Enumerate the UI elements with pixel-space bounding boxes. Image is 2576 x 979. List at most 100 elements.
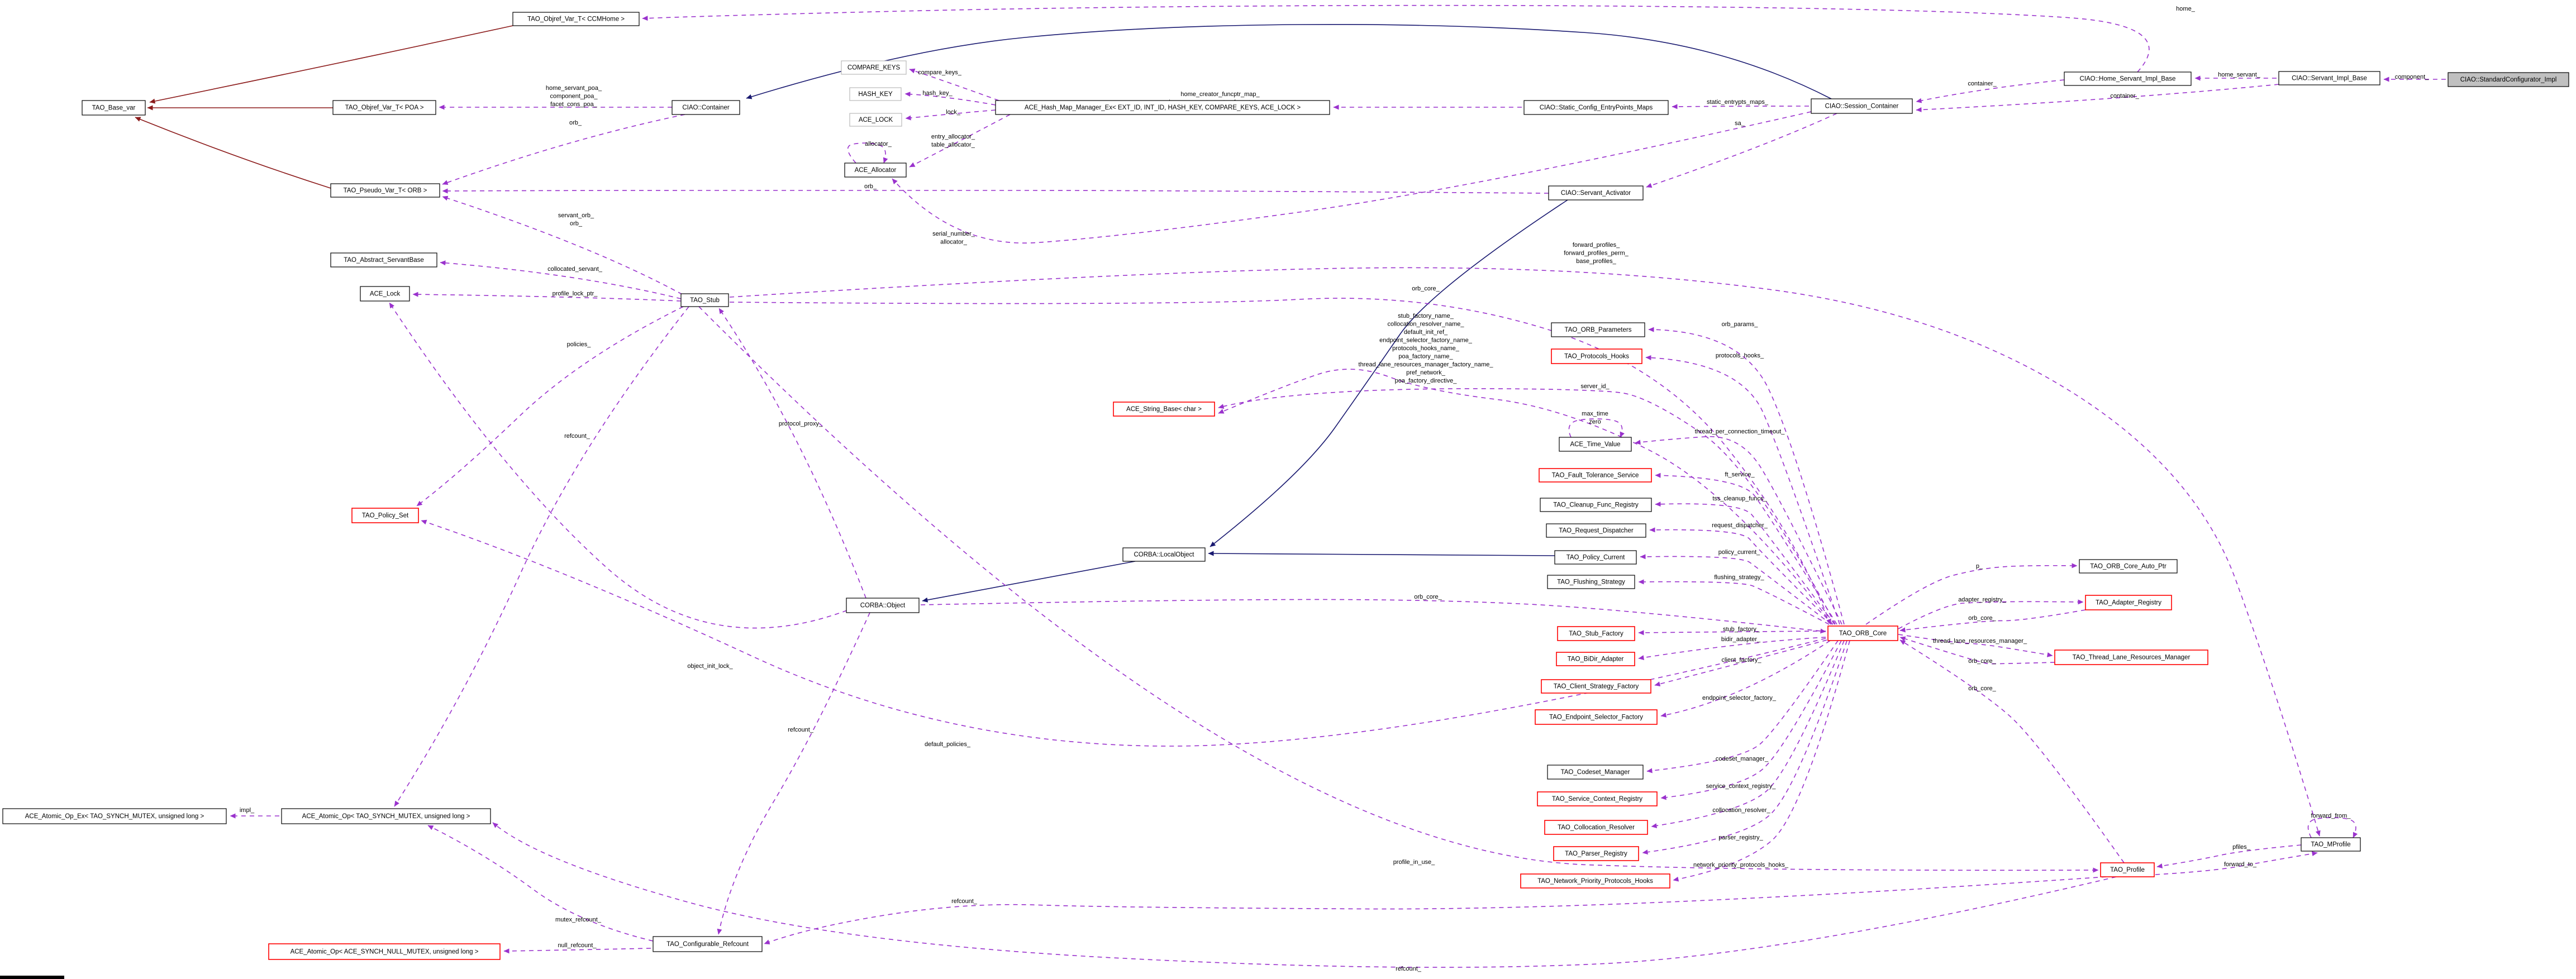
edge-label-collocation-resolver: collocation_resolver_ [1712,807,1770,814]
class-node-endpoint-selector[interactable]: TAO_Endpoint_Selector_Factory [1535,709,1658,725]
class-node-objref-ccmhome[interactable]: TAO_Objref_Var_T< CCMHome > [512,12,640,26]
class-node-flushing-strategy[interactable]: TAO_Flushing_Strategy [1547,575,1635,589]
edge-label-factory-names-3: endpoint_selector_factory_name_ [1379,337,1473,344]
class-node-configurable-refcount[interactable]: TAO_Configurable_Refcount [653,936,763,952]
edge-null-refcount [503,948,651,954]
class-node-fault-tolerance[interactable]: TAO_Fault_Tolerance_Service [1539,468,1652,483]
class-node-hash-map[interactable]: ACE_Hash_Map_Manager_Ex< EXT_ID, INT_ID,… [995,100,1330,115]
class-node-static-config[interactable]: CIAO::Static_Config_EntryPoints_Maps [1523,100,1669,115]
edge-label-adapter-registry: adapter_registry_ [1958,596,2006,603]
edge-orbcore-policy-current [1640,554,1832,625]
class-node-hash-key[interactable]: HASH_KEY [849,87,902,101]
class-node-atomic-op-synch[interactable]: ACE_Atomic_Op< TAO_SYNCH_MUTEX, unsigned… [281,808,491,824]
class-node-label-atomic-op-synch: ACE_Atomic_Op< TAO_SYNCH_MUTEX, unsigned… [302,813,470,820]
class-node-abstract-servantbase[interactable]: TAO_Abstract_ServantBase [330,252,437,268]
class-node-label-ciao-container: CIAO::Container [682,104,730,111]
class-node-servant-impl[interactable]: CIAO::Servant_Impl_Base [2278,71,2380,85]
class-node-protocols-hooks[interactable]: TAO_Protocols_Hooks [1551,348,1642,364]
edge-label-policies: policies_ [567,341,592,348]
edge-inherit-session-container [746,23,1832,99]
edge-label-factory-names-1: collocation_resolver_name_ [1388,321,1465,328]
class-node-parser-registry[interactable]: TAO_Parser_Registry [1553,846,1639,861]
edge-orbcore-endpoint [1660,640,1831,718]
edge-label-protocols-hooks: protocols_hooks_ [1716,352,1764,359]
edge-label-forward-profiles-2: base_profiles_ [1576,258,1616,265]
class-node-adapter-registry[interactable]: TAO_Adapter_Registry [2085,595,2172,610]
class-node-atomic-op-ex[interactable]: ACE_Atomic_Op_Ex< TAO_SYNCH_MUTEX, unsig… [2,808,227,824]
class-node-ciao-container[interactable]: CIAO::Container [672,100,740,115]
edge-label-tpc-timeout: thread_per_connection_timeout_ [1695,428,1785,435]
class-node-tao-stub[interactable]: TAO_Stub [680,293,729,307]
class-node-label-atomic-op-ex: ACE_Atomic_Op_Ex< TAO_SYNCH_MUTEX, unsig… [25,813,204,820]
edge-label-home-servant: home_servant_ [2218,71,2261,78]
class-node-base-var[interactable]: TAO_Base_var [82,100,146,116]
edge-label-network-priority: network_priority_protocols_hooks_ [1693,862,1789,868]
class-node-ace-lock-param[interactable]: ACE_LOCK [849,113,902,127]
edge-label-factory-names-0: stub_factory_name_ [1398,313,1454,319]
class-node-bidir-adapter[interactable]: TAO_BiDir_Adapter [1556,652,1635,666]
class-node-label-request-dispatcher: TAO_Request_Dispatcher [1559,528,1634,534]
edge-mutex-refcount [427,825,654,942]
class-node-time-value[interactable]: ACE_Time_Value [1559,437,1632,452]
class-node-policy-set[interactable]: TAO_Policy_Set [351,508,419,523]
edge-stub-policies [416,306,684,507]
class-node-client-strategy[interactable]: TAO_Client_Strategy_Factory [1541,679,1651,694]
class-node-label-orb-parameters: TAO_ORB_Parameters [1565,327,1632,333]
class-node-local-object[interactable]: CORBA::LocalObject [1122,547,1206,562]
edge-object-protocol-proxy [718,308,866,599]
edge-container-orb [442,114,685,185]
edge-label-factory-names-5: poa_factory_name_ [1398,354,1453,360]
edge-label-allocator-loop: allocator_ [865,141,892,147]
class-node-corba-object[interactable]: CORBA::Object [846,598,920,613]
class-node-thread-lane[interactable]: TAO_Thread_Lane_Resources_Manager [2054,650,2208,665]
class-node-request-dispatcher[interactable]: TAO_Request_Dispatcher [1546,523,1646,538]
class-node-pseudo-orb[interactable]: TAO_Pseudo_Var_T< ORB > [330,183,440,198]
class-node-orb-core-auto-ptr[interactable]: TAO_ORB_Core_Auto_Ptr [2079,559,2178,574]
edge-activator-orb [442,188,1549,194]
class-node-ace-string[interactable]: ACE_String_Base< char > [1113,402,1215,417]
class-node-objref-poa[interactable]: TAO_Objref_Var_T< POA > [332,100,436,115]
edge-stub-orb-core [729,298,1831,625]
edge-label-orb-core-obj: orb_core_ [1414,594,1442,600]
class-node-home-servant-impl[interactable]: CIAO::Home_Servant_Impl_Base [2064,71,2192,86]
edge-label-max-time-zero-1: zero [1589,419,1601,426]
class-node-label-configurable-refcount: TAO_Configurable_Refcount [666,941,749,948]
edge-label-service-context: service_context_registry_ [1706,783,1777,790]
edge-orbcore-network-priority [1673,640,1850,882]
class-node-collocation-resolver[interactable]: TAO_Collocation_Resolver [1544,820,1648,835]
class-node-label-objref-ccmhome: TAO_Objref_Var_T< CCMHome > [527,16,625,23]
class-node-codeset-manager[interactable]: TAO_Codeset_Manager [1547,765,1644,780]
class-node-label-policy-set: TAO_Policy_Set [362,513,409,519]
edge-label-thread-lane: thread_lane_resources_manager_ [1933,638,2027,644]
class-node-policy-current[interactable]: TAO_Policy_Current [1554,550,1637,565]
edge-hashmap-allocator [909,114,1011,168]
class-node-atomic-op-null[interactable]: ACE_Atomic_Op< ACE_SYNCH_NULL_MUTEX, uns… [268,943,501,960]
class-node-label-session-container: CIAO::Session_Container [1825,103,1899,110]
class-node-label-ace-string: ACE_String_Base< char > [1126,406,1202,413]
class-node-label-local-object: CORBA::LocalObject [1134,552,1194,558]
class-node-tao-profile[interactable]: TAO_Profile [2100,862,2155,877]
class-node-label-abstract-servantbase: TAO_Abstract_ServantBase [344,257,424,264]
class-node-stub-factory[interactable]: TAO_Stub_Factory [1557,626,1635,641]
edge-label-impl: impl_ [240,807,255,814]
class-node-cleanup-func[interactable]: TAO_Cleanup_Func_Registry [1540,498,1652,512]
class-node-orb-parameters[interactable]: TAO_ORB_Parameters [1551,322,1645,337]
class-node-orb-core[interactable]: TAO_ORB_Core [1827,625,1898,641]
edge-orbcore-parser [1642,640,1848,855]
edge-label-orb-core-prof: orb_core_ [1968,685,1996,692]
class-node-service-context[interactable]: TAO_Service_Context_Registry [1537,791,1658,806]
edge-label-serial-allocator-0: serial_number_ [932,231,975,237]
class-node-servant-activator[interactable]: CIAO::Servant_Activator [1548,185,1644,200]
edge-label-servant-orb-0: servant_orb_ [558,212,594,219]
edge-stub-servant-orb [442,195,683,295]
class-node-network-priority[interactable]: TAO_Network_Priority_Protocols_Hooks [1520,873,1670,889]
class-node-standard-configurator[interactable]: CIAO::StandardConfigurator_Impl [2448,72,2569,87]
class-node-ace-allocator[interactable]: ACE_Allocator [844,163,907,178]
edge-label-stub-factory: stub_factory_ [1723,626,1760,633]
class-node-session-container[interactable]: CIAO::Session_Container [1811,98,1913,114]
edge-label-profile-in-use: profile_in_use_ [1393,859,1435,866]
class-node-compare-keys[interactable]: COMPARE_KEYS [841,60,907,75]
class-node-ace-lock[interactable]: ACE_Lock [360,286,410,302]
class-node-tao-mprofile[interactable]: TAO_MProfile [2301,837,2361,852]
